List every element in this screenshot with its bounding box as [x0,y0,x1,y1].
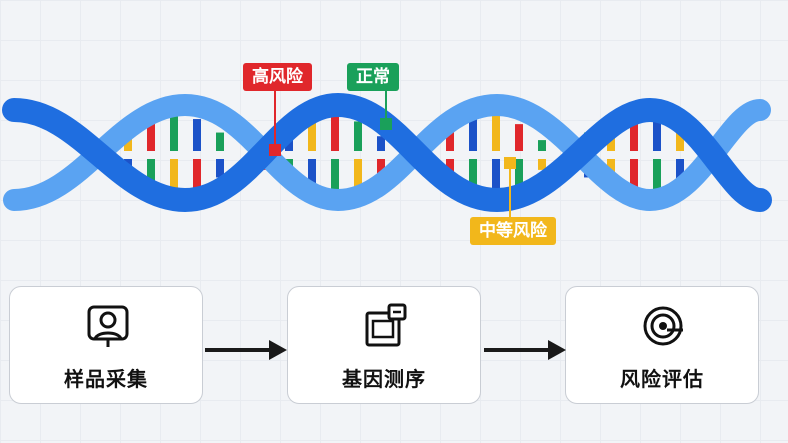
step-risk-assessment[interactable]: 风险评估 [565,286,759,404]
base-pair-rung [515,124,523,151]
base-pair-rung [308,114,316,151]
medium-risk-label: 中等风险 [470,217,556,245]
base-pair-rung [147,159,155,194]
base-pair-rung [193,159,201,191]
base-pair-rung [538,159,546,170]
normal-label: 正常 [347,63,399,91]
base-pair-rung [170,113,178,151]
base-pair-rung [492,114,500,151]
base-pair-rung [630,159,638,197]
base-pair-rung [676,127,684,151]
dna-helix [2,91,772,217]
step-label: 基因测序 [342,367,426,391]
base-pair-rung [515,159,523,186]
sample-collection-icon [87,305,129,347]
normal-marker [380,118,392,130]
base-pair-rung [308,159,316,196]
arrow-right-icon [484,340,566,360]
base-pair-rung [170,159,178,197]
base-pair-rung [331,113,339,151]
arrow-right-icon [205,340,287,360]
base-pair-rung [653,159,661,194]
risk-assessment-icon [643,306,683,346]
base-pair-rung [446,121,454,151]
step-gene-sequencing[interactable]: 基因测序 [287,286,481,404]
step-label: 样品采集 [64,367,148,391]
base-pair-rung [538,140,546,151]
base-pair-rung [469,159,477,197]
base-pair-rung [492,159,500,196]
base-pair-rung [676,159,684,183]
step-sample-collection[interactable]: 样品采集 [9,286,203,404]
base-pair-rung [216,132,224,151]
base-pair-rung [377,159,385,174]
step-label: 风险评估 [620,367,704,391]
gene-sequencing-icon [365,303,407,347]
base-pair-rung [377,136,385,151]
base-pair-rung [630,113,638,151]
base-pair-rung [354,159,362,189]
base-pair-rung [653,116,661,151]
dna-strand-back [3,93,771,212]
base-pairs [124,113,684,197]
base-pair-rung [354,121,362,151]
high-risk-label: 高风险 [243,63,312,91]
high-risk-marker [269,144,281,156]
base-pair-rung [147,116,155,151]
base-pair-rung [469,113,477,151]
base-pair-rung [216,159,224,178]
base-pair-rung [193,119,201,151]
base-pair-rung [331,159,339,197]
medium-risk-marker [504,157,516,169]
dna-strand-front [2,92,772,213]
